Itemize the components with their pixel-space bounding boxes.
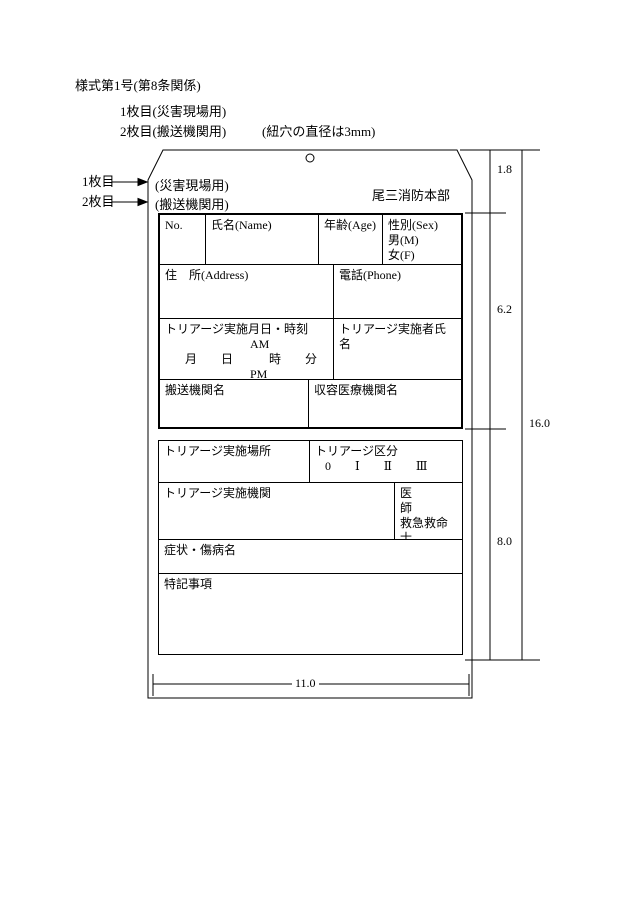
cell-triage-place: トリアージ実施場所 — [159, 441, 310, 482]
patient-info-table: No. 氏名(Name) 年齢(Age) 性別(Sex) 男(M) 女(F) 住… — [158, 213, 463, 429]
copy-pointer-arrows — [112, 177, 149, 207]
pm-label: PM — [250, 367, 268, 379]
triage-datetime-label: トリアージ実施月日・時刻 — [165, 322, 309, 336]
cell-address: 住 所(Address) — [160, 265, 334, 318]
cell-age: 年齢(Age) — [319, 215, 383, 264]
cell-qualification: 医 師 救急救命士 そ の 他 — [395, 483, 462, 539]
tag-use-label2: (搬送機関用) — [155, 197, 229, 212]
triage-detail-table: トリアージ実施場所 トリアージ区分 0 Ⅰ Ⅱ Ⅲ トリアージ実施機関 医 師 … — [158, 440, 463, 655]
triage-category-label: トリアージ区分 — [315, 444, 399, 458]
hole-diameter-note: (紐穴の直径は3mm) — [262, 124, 376, 139]
cell-special-notes: 特記事項 — [164, 577, 213, 591]
cell-triage-datetime: トリアージ実施月日・時刻 AM 月 日 時 分 PM — [160, 319, 334, 379]
table-row: 搬送機関名 収容医療機関名 — [160, 380, 461, 427]
left-label-copy2: 2枚目 — [82, 194, 115, 209]
dim-label-16-0: 16.0 — [526, 416, 553, 431]
dim-label-6-2: 6.2 — [494, 302, 515, 317]
cell-symptoms: 症状・傷病名 — [164, 543, 237, 557]
cell-name: 氏名(Name) — [206, 215, 319, 264]
left-label-copy1: 1枚目 — [82, 174, 115, 189]
copy1-note: 1枚目(災害現場用) — [120, 104, 227, 119]
table-row: 症状・傷病名 — [159, 540, 462, 574]
dim-label-11-0: 11.0 — [292, 676, 319, 691]
table-row: トリアージ実施機関 医 師 救急救命士 そ の 他 — [159, 483, 462, 540]
table-row: トリアージ実施場所 トリアージ区分 0 Ⅰ Ⅱ Ⅲ — [159, 441, 462, 483]
cell-no: No. — [160, 215, 206, 264]
cell-receiving-hospital: 収容医療機関名 — [314, 383, 399, 397]
qual-doctor: 医 師 — [400, 486, 449, 515]
copy2-note: 2枚目(搬送機関用) — [120, 124, 227, 139]
table-row: 特記事項 — [159, 574, 462, 654]
table-row: 住 所(Address) 電話(Phone) — [160, 265, 461, 319]
sex-male-option: 男(M) — [388, 233, 419, 247]
sex-label: 性別(Sex) — [388, 218, 438, 232]
cell-triage-agency: トリアージ実施機関 — [159, 483, 395, 539]
fire-department-name: 尾三消防本部 — [372, 188, 451, 203]
month-day-hour-minute: 月 日 時 分 — [185, 352, 318, 366]
am-label: AM — [250, 337, 270, 351]
cell-phone: 電話(Phone) — [339, 268, 401, 282]
table-row: No. 氏名(Name) 年齢(Age) 性別(Sex) 男(M) 女(F) — [160, 215, 461, 265]
cell-sex: 性別(Sex) 男(M) 女(F) — [383, 215, 461, 264]
dim-label-8-0: 8.0 — [494, 534, 515, 549]
sex-female-option: 女(F) — [388, 248, 415, 262]
table-row: トリアージ実施月日・時刻 AM 月 日 時 分 PM トリアージ実施者氏名 — [160, 319, 461, 380]
cell-transport-agency: 搬送機関名 — [160, 380, 309, 427]
dim-label-1-8: 1.8 — [494, 162, 515, 177]
qual-paramedic: 救急救命士 — [400, 516, 449, 539]
string-hole-icon — [305, 153, 315, 163]
form-title: 様式第1号(第8条関係) — [75, 78, 201, 93]
cell-triage-category: トリアージ区分 0 Ⅰ Ⅱ Ⅲ — [310, 441, 462, 482]
cell-triage-person: トリアージ実施者氏名 — [339, 322, 447, 351]
triage-category-values: 0 Ⅰ Ⅱ Ⅲ — [325, 459, 428, 473]
tag-use-label1: (災害現場用) — [155, 178, 229, 193]
